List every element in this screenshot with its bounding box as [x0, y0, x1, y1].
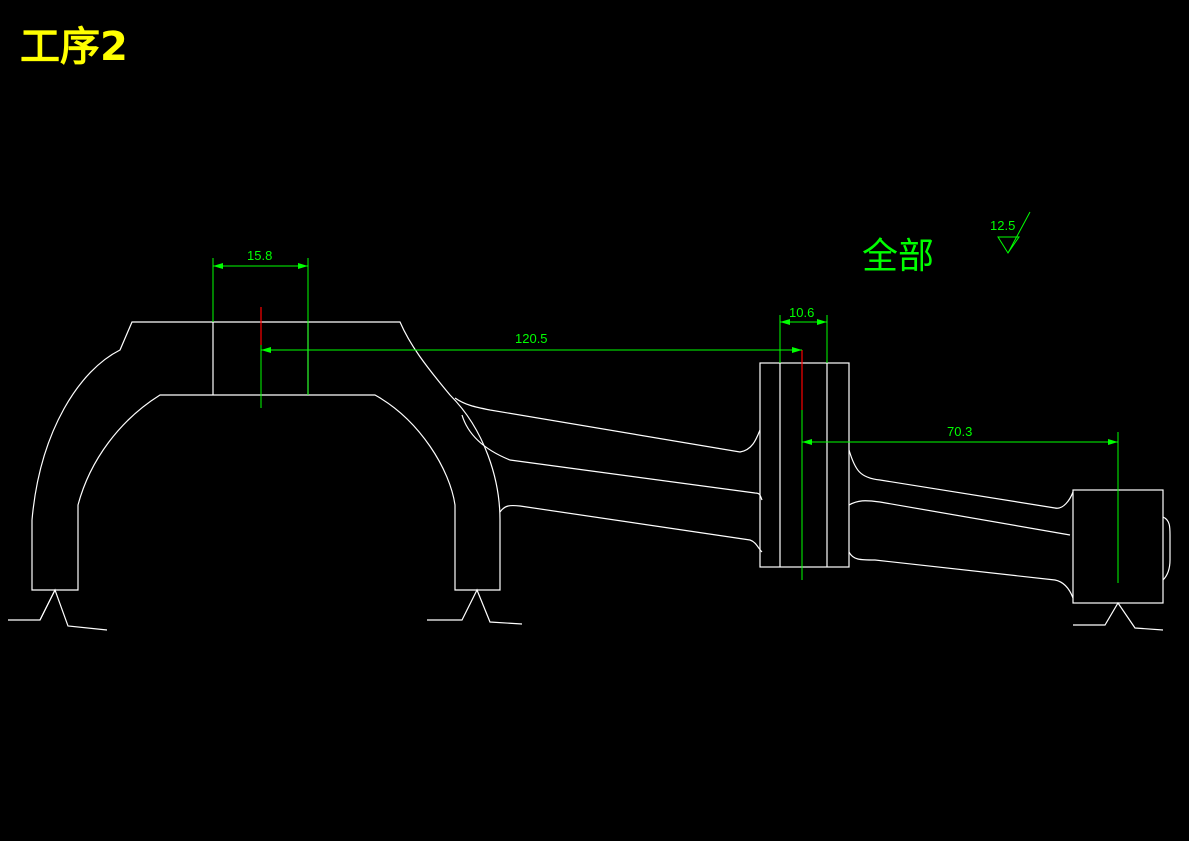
supports	[8, 588, 1164, 631]
arm2-upper-edge	[848, 449, 1074, 509]
all-surfaces-note: 全部	[862, 236, 934, 277]
dim-70-3: 70.3	[947, 424, 972, 439]
support-left	[8, 588, 108, 631]
dim-120-5: 120.5	[515, 331, 548, 346]
arm1-middle-edge	[461, 414, 763, 501]
arm1-lower-edge	[499, 504, 763, 553]
roughness-value: 12.5	[990, 218, 1015, 233]
dimensions	[212, 211, 1119, 583]
arm2-lower-edge	[848, 551, 1074, 599]
support-left-edge	[39, 589, 56, 621]
arm1-upper-edge	[454, 397, 761, 453]
dim-10-6: 10.6	[789, 305, 814, 320]
part-outline	[31, 321, 1171, 604]
support-middle	[427, 588, 523, 625]
small-end-boss	[1162, 516, 1171, 581]
big-end-outline	[31, 321, 501, 591]
dim-15-8: 15.8	[247, 248, 272, 263]
middle-boss	[759, 362, 850, 568]
axis-marks	[260, 307, 803, 410]
arm2-middle-edge	[848, 500, 1071, 536]
process-title: 工序2	[20, 24, 128, 70]
support-right	[1073, 601, 1164, 631]
roughness-symbol	[997, 211, 1031, 254]
